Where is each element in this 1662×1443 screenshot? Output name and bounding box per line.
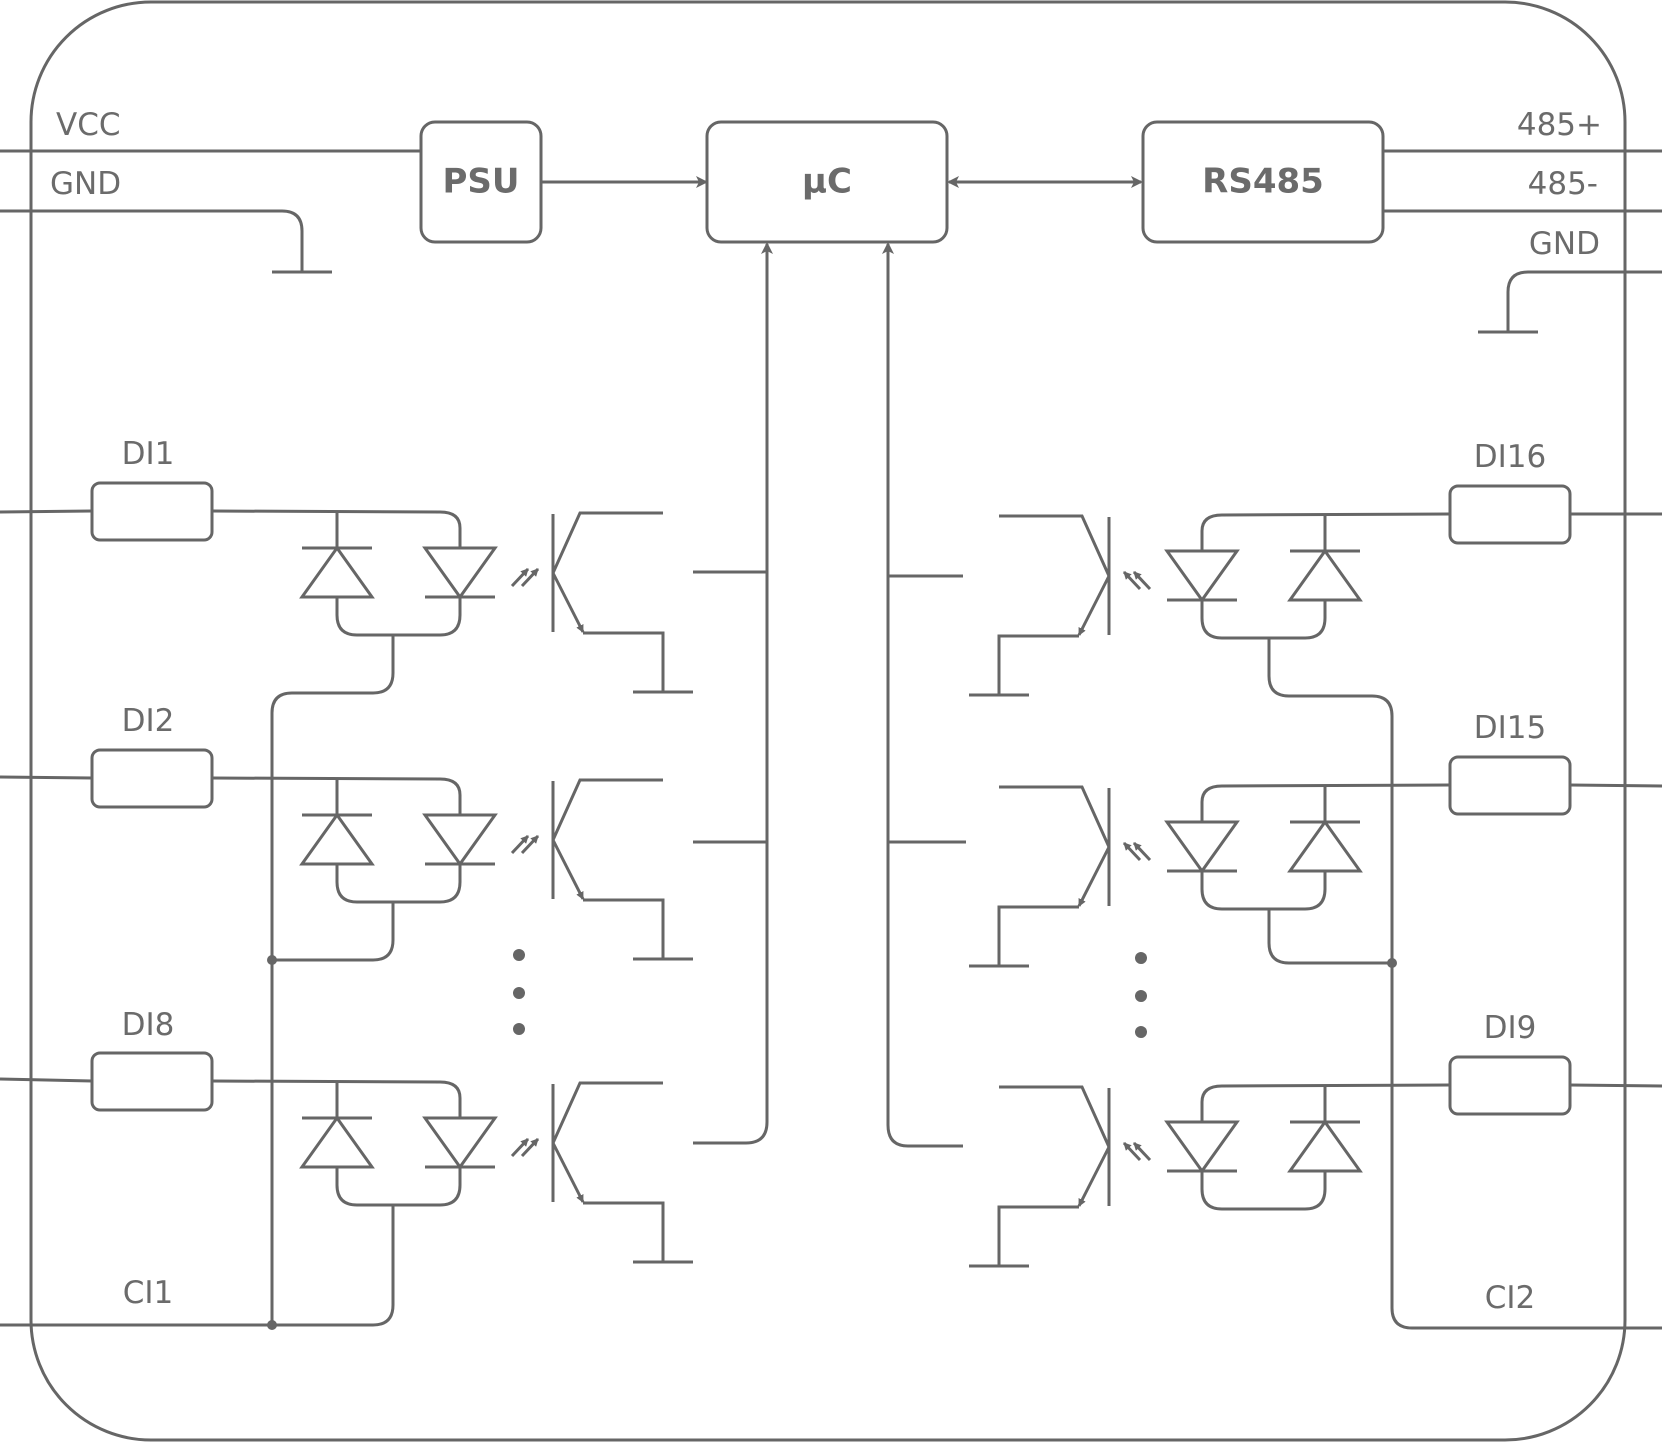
channel-di9 xyxy=(969,1055,1662,1268)
led-down xyxy=(422,813,498,867)
led-up xyxy=(299,812,375,866)
common-label-ci2: CI2 xyxy=(1485,1280,1536,1316)
channel-di15 xyxy=(969,755,1662,968)
right-input-bus xyxy=(882,242,963,1148)
input-label-di2: DI2 xyxy=(122,703,175,739)
power-supply-section: PSU xyxy=(0,120,708,274)
led-up xyxy=(299,545,375,599)
channel-di1 xyxy=(0,481,693,694)
gnd-terminal-label-left: GND xyxy=(50,166,121,202)
ellipsis-dot xyxy=(513,1023,525,1035)
input-resistor xyxy=(90,748,214,809)
input-resistor xyxy=(1448,1055,1572,1116)
led-down xyxy=(422,1116,498,1170)
microcontroller-label: µC xyxy=(802,162,852,202)
ellipsis-dot xyxy=(513,987,525,999)
bus-plus-terminal-label: 485+ xyxy=(1517,107,1602,143)
input-label-di9: DI9 xyxy=(1484,1010,1537,1046)
input-resistor xyxy=(90,1051,214,1112)
led-up xyxy=(1287,819,1363,873)
input-label-di1: DI1 xyxy=(122,436,175,472)
channel-di16 xyxy=(969,484,1662,697)
ellipsis-dot xyxy=(1135,1026,1147,1038)
led-up xyxy=(1287,548,1363,602)
input-resistor xyxy=(1448,484,1572,545)
led-up xyxy=(299,1115,375,1169)
common-label-ci1: CI1 xyxy=(123,1275,174,1311)
input-resistor xyxy=(90,481,214,542)
led-down xyxy=(1164,549,1240,603)
psu-label: PSU xyxy=(442,162,519,202)
gnd-terminal-label-right: GND xyxy=(1529,226,1600,262)
common-input-ci1-wiring xyxy=(0,635,525,1330)
ellipsis-dot xyxy=(1135,952,1147,964)
rs485-section: RS485 xyxy=(1141,120,1662,334)
channel-di2 xyxy=(0,748,693,961)
vcc-terminal-label: VCC xyxy=(56,107,121,143)
left-input-bus xyxy=(693,242,773,1145)
bus-minus-terminal-label: 485- xyxy=(1528,166,1598,202)
input-label-di16: DI16 xyxy=(1474,439,1546,475)
rs485-block xyxy=(1141,120,1385,244)
rs485-label: RS485 xyxy=(1202,162,1324,202)
input-label-di15: DI15 xyxy=(1474,710,1546,746)
led-down xyxy=(422,546,498,600)
device-enclosure xyxy=(29,0,1627,1442)
channel-di8 xyxy=(0,1051,693,1264)
input-resistor xyxy=(1448,755,1572,816)
ellipsis-dot xyxy=(1135,990,1147,1002)
led-down xyxy=(1164,1120,1240,1174)
common-input-ci2-wiring xyxy=(1135,638,1662,1330)
ellipsis-dot xyxy=(513,949,525,961)
led-up xyxy=(1287,1119,1363,1173)
led-down xyxy=(1164,820,1240,874)
input-label-di8: DI8 xyxy=(122,1007,175,1043)
